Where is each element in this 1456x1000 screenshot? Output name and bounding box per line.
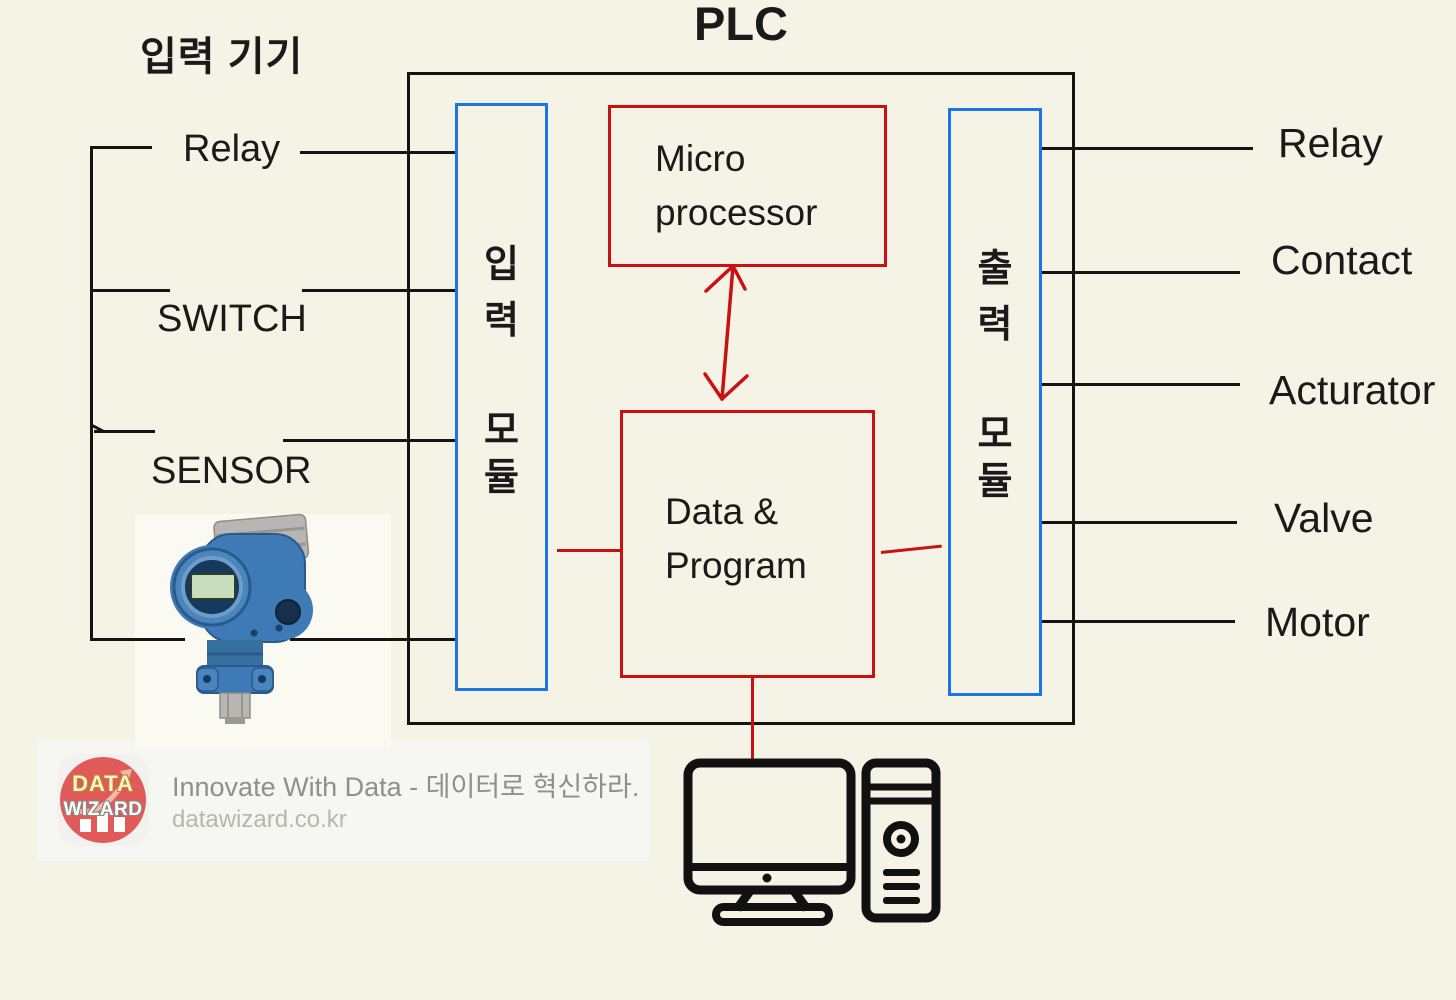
output-label-contact: Contact (1271, 237, 1413, 283)
input-label-sensor: SENSOR (151, 450, 312, 492)
switch-connector-line (302, 289, 455, 292)
input-label-relay: Relay (183, 128, 281, 170)
red-connector-left (557, 549, 620, 552)
input-module-box: 입 력 모 듈 (455, 103, 548, 691)
output-contact-line (1042, 271, 1240, 274)
output-label-relay: Relay (1278, 120, 1383, 166)
output-module-char-4: 듈 (977, 461, 1013, 503)
data-program-label-line1: Data & (665, 491, 779, 532)
output-module-char-3: 모 (977, 414, 1013, 456)
output-label-motor: Motor (1265, 599, 1370, 645)
input-bracket-line (90, 146, 93, 641)
logo-data-text: DATA (72, 771, 134, 796)
datawizard-banner: DATA WIZARD Innovate With Data - 데이터로 혁신… (37, 740, 650, 861)
computer-icon (683, 758, 941, 926)
micro-processor-label-line2: processor (655, 192, 818, 233)
output-label-acturator: Acturator (1269, 367, 1436, 413)
input-module-char-3: 모 (484, 410, 519, 452)
relay-bracket-stub (90, 146, 152, 149)
device-bracket-stub (90, 638, 185, 641)
output-module-char-1: 출 (977, 248, 1013, 290)
relay-connector-line (300, 151, 455, 154)
data-program-box: Data & Program (620, 410, 875, 678)
logo-wizard-text: WIZARD (63, 799, 143, 820)
output-module-char-2: 력 (977, 304, 1013, 346)
output-label-valve: Valve (1274, 495, 1374, 541)
datawizard-logo: DATA WIZARD (57, 754, 149, 846)
datawizard-logo-circle: DATA WIZARD (60, 757, 146, 843)
plc-title: PLC (694, 0, 788, 50)
red-connector-down (751, 678, 754, 762)
data-program-label-line2: Program (665, 545, 807, 586)
input-devices-title: 입력 기기 (140, 35, 304, 79)
sensor-bracket-stub (94, 430, 155, 433)
chart-bars-icon (71, 769, 132, 832)
micro-processor-box: Micro processor (608, 105, 887, 267)
footer-tagline: Innovate With Data - 데이터로 혁신하라. (172, 772, 640, 802)
input-module-char-1: 입 (484, 244, 519, 286)
pressure-sensor-image (135, 513, 391, 748)
output-motor-line (1042, 620, 1235, 623)
micro-processor-label-line1: Micro (655, 138, 746, 179)
footer-url: datawizard.co.kr (172, 806, 347, 833)
output-acturator-line (1042, 383, 1240, 386)
output-module-box: 출 력 모 듈 (948, 108, 1042, 696)
output-valve-line (1042, 521, 1237, 524)
output-relay-line (1042, 147, 1253, 150)
plc-outer-box (407, 72, 1075, 725)
switch-bracket-stub (90, 289, 170, 292)
input-module-char-2: 력 (484, 300, 519, 342)
up-down-arrow-icon (703, 264, 749, 401)
device-connector-line (290, 638, 455, 641)
sensor-connector-line (283, 439, 455, 442)
input-module-char-4: 듈 (484, 457, 519, 499)
input-label-switch: SWITCH (157, 298, 307, 340)
